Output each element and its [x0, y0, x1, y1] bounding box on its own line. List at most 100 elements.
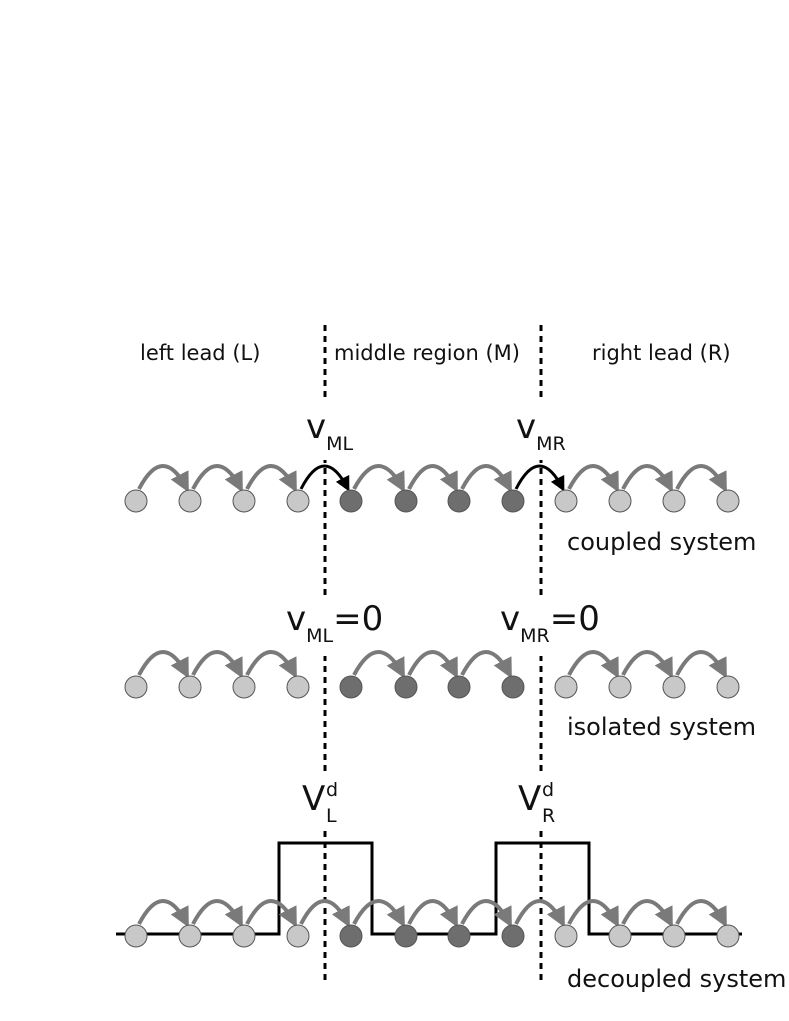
- hop-arrow: [245, 899, 297, 928]
- lead-site: [178, 489, 202, 513]
- vml-zero-subscript: ML: [306, 625, 333, 647]
- hop-arrow: [299, 899, 350, 928]
- lead-site: [716, 489, 740, 513]
- lead-site: [554, 489, 578, 513]
- vml-zero-symbol: v: [286, 599, 306, 639]
- middle-site: [501, 924, 525, 948]
- lead-site: [286, 924, 310, 948]
- vml-subscript: ML: [326, 433, 353, 455]
- coupling-hop-arrow: [299, 464, 350, 492]
- vl-label-bg: [300, 774, 358, 828]
- lead-site: [178, 924, 202, 948]
- hop-arrow: [460, 899, 512, 928]
- lead-site: [662, 924, 686, 948]
- lead-site: [716, 675, 740, 699]
- middle-site: [394, 924, 418, 948]
- hop-arrow: [245, 650, 297, 679]
- middle-site: [394, 675, 418, 699]
- vmr-zero-bg: [494, 598, 604, 656]
- hop-arrow: [407, 464, 458, 493]
- middle-site: [339, 489, 363, 513]
- hop-arrow: [567, 650, 619, 679]
- hop-arrow: [245, 464, 297, 493]
- vl-subscript: L: [326, 805, 337, 827]
- vl-superscript: d: [326, 779, 338, 801]
- middle-site: [394, 489, 418, 513]
- hop-arrow: [352, 650, 405, 679]
- vmr-zero-subscript: MR: [520, 625, 550, 647]
- hop-arrow: [137, 650, 189, 679]
- hop-arrow: [460, 464, 512, 493]
- middle-site: [339, 924, 363, 948]
- vr-subscript: R: [542, 805, 555, 827]
- vl-symbol: V: [302, 779, 325, 819]
- vml-zero-value: =0: [333, 599, 383, 639]
- hop-arrow: [621, 899, 673, 928]
- vr-superscript: d: [542, 779, 554, 801]
- hop-arrow: [621, 464, 673, 493]
- lead-site: [286, 489, 310, 513]
- hop-arrow: [407, 650, 458, 679]
- lead-site: [286, 675, 310, 699]
- vmr-symbol: v: [516, 407, 536, 447]
- vml-label: vML: [306, 407, 354, 455]
- lead-site: [232, 675, 256, 699]
- middle-site: [501, 489, 525, 513]
- hop-arrow: [191, 464, 243, 493]
- hop-arrow: [137, 464, 189, 493]
- vml-label-bg: [300, 402, 368, 460]
- hop-arrow: [675, 464, 727, 493]
- hop-arrow: [191, 899, 243, 928]
- vr-symbol: V: [518, 779, 541, 819]
- lead-site: [124, 924, 148, 948]
- decoupled-system-label: decoupled system: [567, 965, 786, 993]
- lead-site: [232, 489, 256, 513]
- left-lead-label: left lead (L): [140, 341, 260, 365]
- lead-site: [554, 924, 578, 948]
- hop-arrow: [675, 899, 727, 928]
- vmr-label-bg: [512, 402, 580, 460]
- vr-label-bg: [516, 774, 574, 828]
- hop-arrow: [514, 899, 565, 928]
- hop-arrow: [675, 650, 727, 679]
- middle-site: [339, 675, 363, 699]
- vmr-label: vMR: [516, 407, 566, 455]
- vml-zero-label: vML=0: [286, 599, 383, 647]
- coupled-chain: [124, 464, 740, 513]
- middle-site: [447, 489, 471, 513]
- hop-arrow: [567, 464, 619, 493]
- vmr-zero-value: =0: [550, 599, 600, 639]
- lead-site: [124, 489, 148, 513]
- lead-site: [178, 675, 202, 699]
- hop-arrow: [191, 650, 243, 679]
- decoupled-chain: [124, 899, 740, 948]
- vmr-zero-symbol: v: [500, 599, 520, 639]
- hop-arrow: [567, 899, 619, 928]
- isolated-system-label: isolated system: [567, 713, 756, 741]
- lead-site: [232, 924, 256, 948]
- lead-site: [662, 675, 686, 699]
- potential-profile: [116, 841, 742, 936]
- hop-arrow: [621, 650, 673, 679]
- hop-arrow: [137, 899, 189, 928]
- middle-region-label: middle region (M): [334, 341, 520, 365]
- lead-site: [716, 924, 740, 948]
- middle-site: [447, 924, 471, 948]
- middle-site: [447, 675, 471, 699]
- lead-site: [662, 489, 686, 513]
- hop-arrow: [352, 464, 405, 493]
- hop-arrow: [407, 899, 458, 928]
- lead-site: [608, 924, 632, 948]
- vmr-zero-label: vMR=0: [500, 599, 600, 647]
- vmr-subscript: MR: [536, 433, 566, 455]
- lead-site: [608, 489, 632, 513]
- right-lead-label: right lead (R): [592, 341, 731, 365]
- vml-symbol: v: [306, 407, 326, 447]
- middle-site: [501, 675, 525, 699]
- isolated-chain: [124, 650, 740, 699]
- coupling-hop-arrow: [514, 464, 565, 492]
- coupled-system-label: coupled system: [567, 528, 756, 556]
- hop-arrow: [352, 899, 405, 928]
- lead-site: [554, 675, 578, 699]
